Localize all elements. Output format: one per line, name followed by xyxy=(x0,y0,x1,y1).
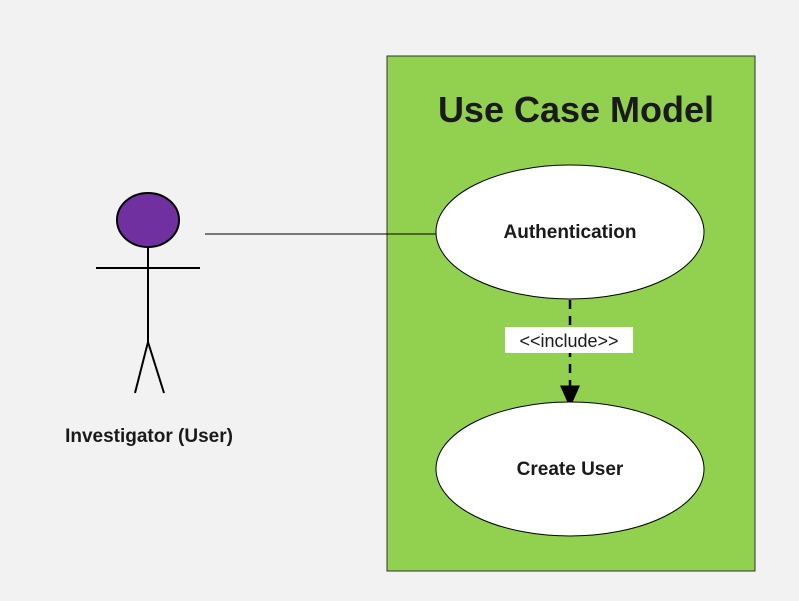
use-case-create-user[interactable] xyxy=(435,401,705,537)
actor-right-leg xyxy=(147,341,165,394)
include-label-background xyxy=(505,327,633,353)
system-boundary-title: Use Case Model xyxy=(438,89,714,130)
actor-head xyxy=(116,192,180,248)
actor-left-leg xyxy=(134,341,149,394)
actor-label: Investigator (User) xyxy=(65,426,233,447)
include-label: <<include>> xyxy=(519,331,618,351)
actor-investigator[interactable] xyxy=(96,192,200,394)
use-case-authentication-label: Authentication xyxy=(504,222,637,243)
use-case-authentication[interactable] xyxy=(435,164,705,300)
use-case-create-user-label: Create User xyxy=(517,459,624,480)
